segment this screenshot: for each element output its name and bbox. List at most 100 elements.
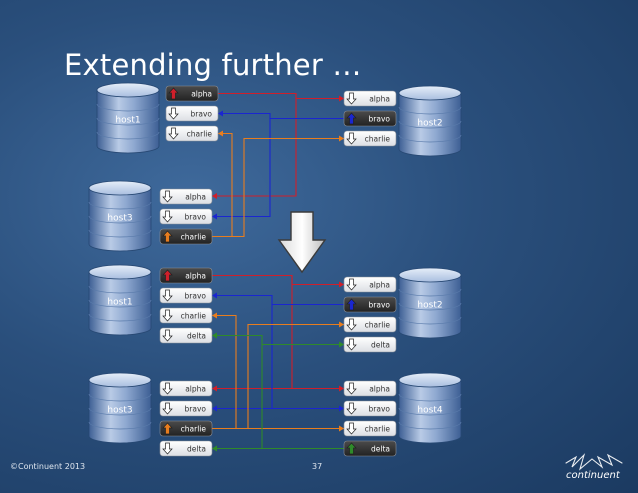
service-alpha: alpha: [343, 276, 397, 293]
service-alpha: alpha: [159, 267, 213, 284]
bottom-host2-database: host2: [398, 267, 462, 339]
service-label: alpha: [191, 90, 212, 99]
service-bravo: bravo: [159, 287, 213, 304]
line-arrowhead: [212, 385, 217, 392]
replication-line: [212, 137, 344, 238]
service-alpha: alpha: [159, 188, 213, 205]
down-arrow-icon: [168, 127, 179, 140]
down-arrow-icon: [162, 289, 173, 302]
transition-arrow: [277, 211, 327, 274]
line-arrowhead: [339, 135, 344, 142]
service-label: delta: [371, 445, 390, 454]
service-delta: delta: [159, 327, 213, 344]
line-arrowhead: [212, 213, 217, 220]
replication-line: [212, 304, 273, 410]
down-arrow-icon: [162, 442, 173, 455]
service-alpha: alpha: [159, 380, 213, 397]
service-bravo: bravo: [343, 296, 397, 313]
host-label: host2: [417, 118, 442, 128]
service-label: charlie: [181, 425, 207, 434]
down-arrow-icon: [346, 92, 357, 105]
service-label: bravo: [185, 213, 207, 222]
up-arrow-icon: [346, 112, 357, 125]
replication-line: [218, 92, 344, 100]
line-arrowhead: [212, 332, 217, 339]
line-arrowhead: [212, 312, 217, 319]
replication-line: [212, 314, 237, 429]
line-arrowhead: [218, 130, 223, 137]
service-label: charlie: [181, 312, 207, 321]
service-label: charlie: [365, 135, 391, 144]
up-arrow-icon: [162, 269, 173, 282]
line-arrowhead: [212, 405, 217, 412]
service-bravo: bravo: [159, 400, 213, 417]
service-label: delta: [371, 341, 390, 350]
service-charlie: charlie: [159, 228, 213, 245]
service-label: bravo: [369, 301, 391, 310]
replication-line: [212, 93, 297, 197]
replication-nodes: host1 alpha bravo charlie host2 alpha bravo cha…: [88, 82, 462, 457]
replication-line: [212, 334, 263, 345]
line-arrowhead: [212, 292, 217, 299]
replication-line: [218, 112, 344, 120]
down-arrow-icon: [162, 382, 173, 395]
service-bravo: bravo: [343, 110, 397, 127]
line-arrowhead: [212, 445, 217, 452]
top-host3-database: host3: [88, 180, 152, 252]
up-arrow-icon: [346, 442, 357, 455]
down-arrow-icon: [346, 382, 357, 395]
line-arrowhead: [339, 281, 344, 288]
service-label: alpha: [185, 385, 206, 394]
replication-line: [218, 132, 233, 237]
line-arrowhead: [212, 193, 217, 199]
host-label: host2: [417, 300, 442, 310]
service-charlie: charlie: [165, 125, 219, 142]
down-arrow-icon: [346, 318, 357, 331]
up-arrow-icon: [162, 230, 173, 243]
service-label: charlie: [181, 233, 207, 242]
down-arrow-icon: [162, 329, 173, 342]
line-arrowhead: [339, 321, 344, 328]
down-arrow-icon: [162, 190, 173, 203]
service-label: alpha: [369, 281, 390, 290]
service-delta: delta: [343, 336, 397, 353]
bottom-host1-database: host1: [88, 264, 152, 336]
host-label: host4: [417, 405, 442, 415]
service-alpha: alpha: [165, 85, 219, 102]
service-charlie: charlie: [343, 316, 397, 333]
service-label: bravo: [369, 115, 391, 124]
up-arrow-icon: [162, 422, 173, 435]
host-label: host3: [107, 405, 132, 415]
down-arrow-icon: [346, 402, 357, 415]
line-arrowhead: [339, 95, 344, 102]
replication-line: [261, 343, 344, 450]
service-alpha: alpha: [343, 380, 397, 397]
slide-title: Extending further …: [64, 48, 362, 82]
host-label: host3: [107, 213, 132, 223]
service-label: alpha: [185, 193, 206, 202]
service-label: alpha: [369, 385, 390, 394]
bottom-host3-database: host3: [88, 372, 152, 444]
replication-line: [212, 275, 293, 390]
service-label: charlie: [365, 425, 391, 434]
footer-copyright: ©Continuent 2013: [10, 462, 86, 471]
service-label: alpha: [369, 95, 390, 104]
service-delta: delta: [343, 440, 397, 457]
service-label: delta: [187, 445, 206, 454]
replication-lines: [212, 92, 344, 452]
up-arrow-icon: [346, 298, 357, 311]
service-bravo: bravo: [343, 400, 397, 417]
service-charlie: charlie: [343, 420, 397, 437]
page-number: 37: [312, 462, 323, 471]
service-bravo: bravo: [165, 105, 219, 122]
host-label: host1: [115, 115, 140, 125]
service-alpha: alpha: [343, 90, 397, 107]
service-label: alpha: [185, 272, 206, 281]
down-arrow-icon: [162, 210, 173, 223]
replication-line: [212, 294, 344, 306]
service-label: charlie: [187, 130, 213, 139]
logo-text: continuent: [566, 470, 620, 481]
line-arrowhead: [339, 341, 344, 348]
line-arrowhead: [339, 425, 344, 432]
